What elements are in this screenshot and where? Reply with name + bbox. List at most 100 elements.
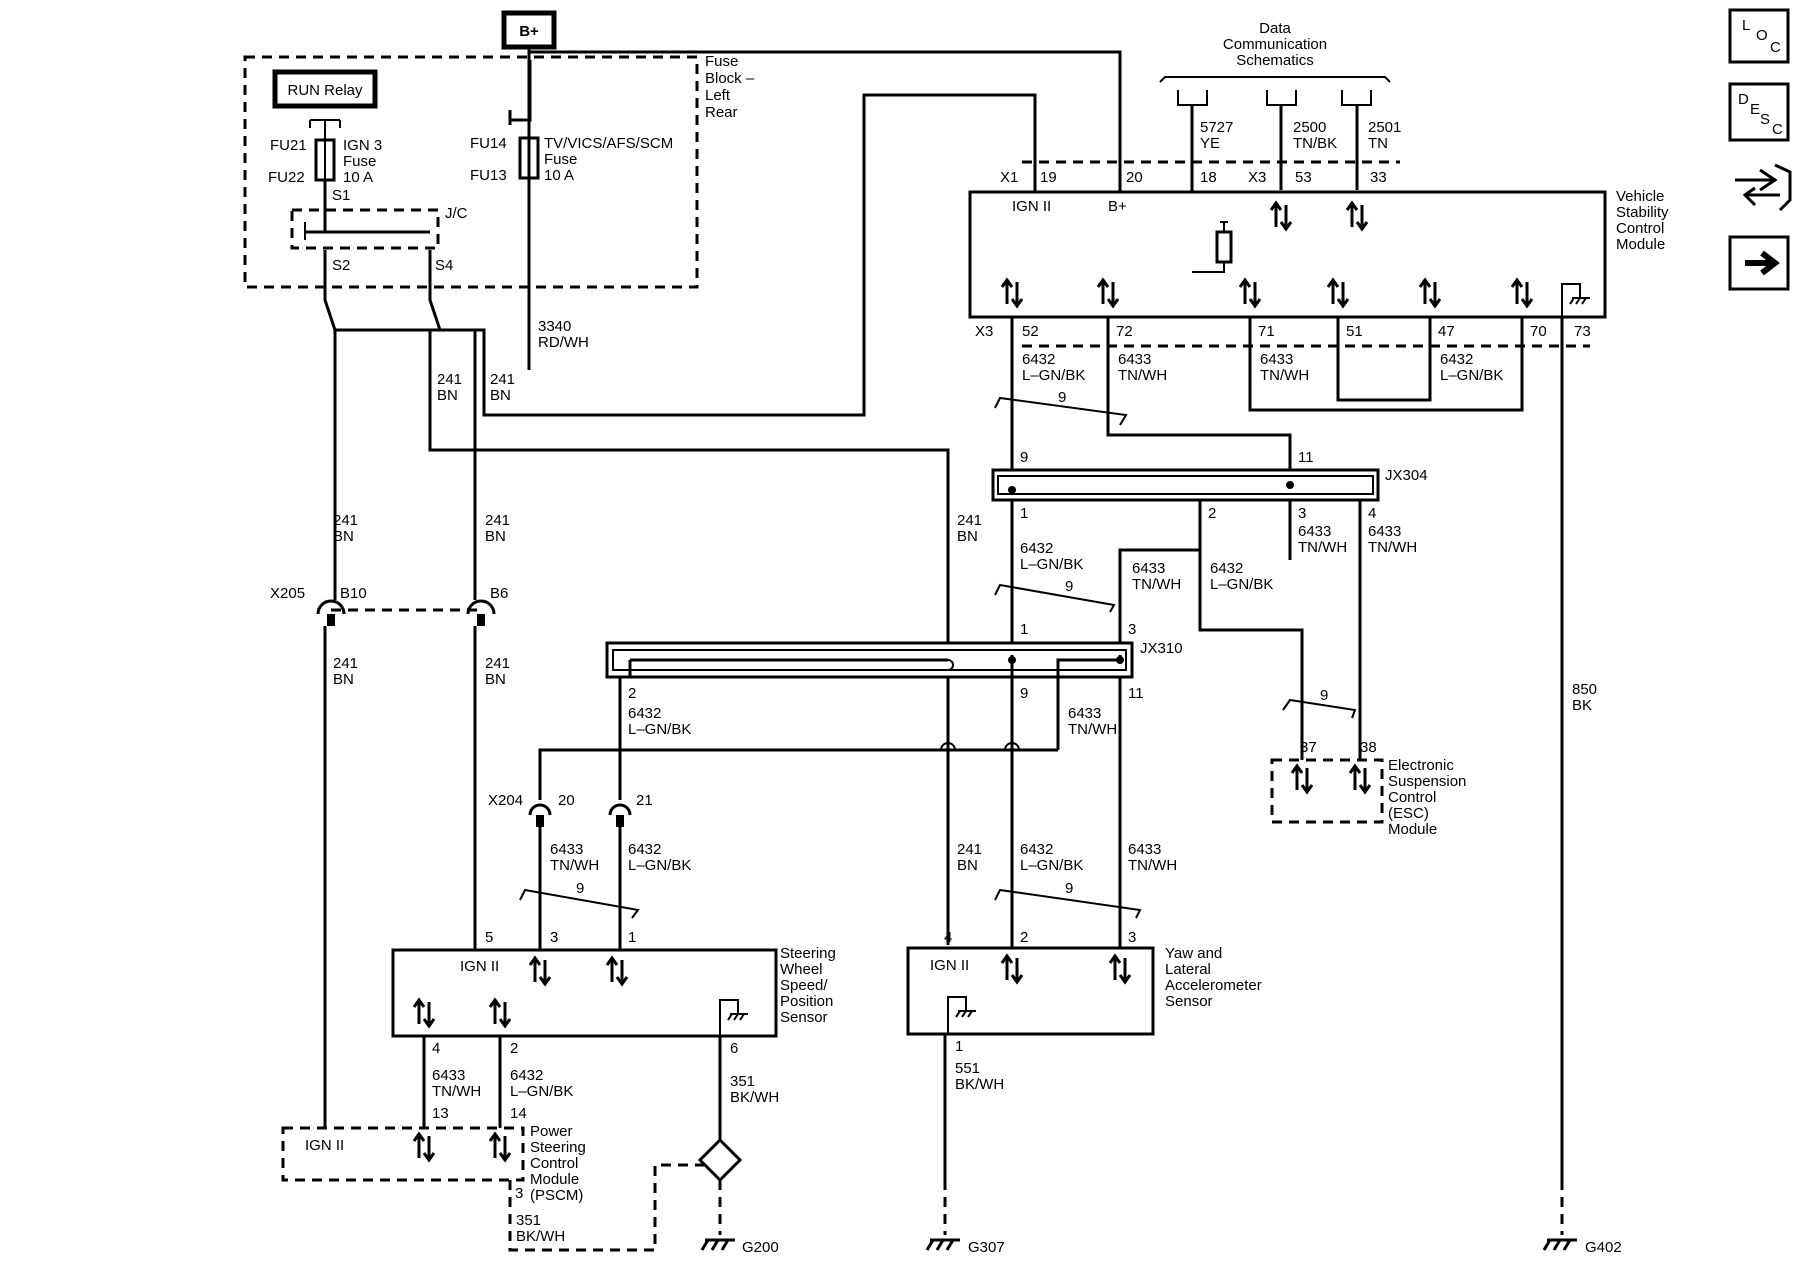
- svg-text:37: 37: [1300, 739, 1317, 756]
- svg-text:BN: BN: [485, 528, 506, 545]
- x205-connector: X205 B10 B6 241 BN 241 BN: [270, 585, 510, 688]
- svg-text:BK/WH: BK/WH: [955, 1076, 1004, 1093]
- svg-text:3: 3: [1128, 929, 1136, 946]
- svg-text:850: 850: [1572, 681, 1597, 698]
- fu22-label: FU22: [268, 169, 305, 186]
- svg-text:(PSCM): (PSCM): [530, 1187, 583, 1204]
- svg-text:TN/WH: TN/WH: [1128, 857, 1177, 874]
- svg-text:1: 1: [628, 929, 636, 946]
- svg-text:551: 551: [955, 1060, 980, 1077]
- svg-text:B6: B6: [490, 585, 508, 602]
- svg-text:6432: 6432: [1020, 841, 1053, 858]
- svg-text:71: 71: [1258, 323, 1275, 340]
- svg-text:3: 3: [515, 1185, 523, 1202]
- fu21-label: FU21: [270, 137, 307, 154]
- svg-text:B10: B10: [340, 585, 367, 602]
- svg-text:3340: 3340: [538, 318, 571, 335]
- jx304-outputs: 6432 L–GN/BK 6433 TN/WH 6432 L–GN/BK 643…: [994, 500, 1417, 760]
- svg-text:E: E: [1750, 101, 1760, 118]
- svg-text:6: 6: [730, 1040, 738, 1057]
- svg-text:1: 1: [1020, 505, 1028, 522]
- svg-text:2: 2: [1020, 929, 1028, 946]
- svg-text:2: 2: [628, 685, 636, 702]
- svg-text:BN: BN: [485, 671, 506, 688]
- svg-text:JX304: JX304: [1385, 467, 1428, 484]
- svg-text:20: 20: [558, 792, 575, 809]
- svg-text:4: 4: [1368, 505, 1376, 522]
- s4-label: S4: [435, 257, 453, 274]
- run-relay-label: RUN Relay: [287, 82, 363, 99]
- svg-text:S: S: [1760, 111, 1770, 128]
- svg-text:47: 47: [1438, 323, 1455, 340]
- svg-text:9: 9: [1020, 685, 1028, 702]
- jx304-splice: JX304 1 2 3 4: [991, 467, 1428, 522]
- svg-text:L–GN/BK: L–GN/BK: [1440, 367, 1503, 384]
- svg-text:5727: 5727: [1200, 119, 1233, 136]
- svg-text:TN: TN: [1368, 135, 1388, 152]
- svg-text:Fuse: Fuse: [343, 153, 376, 170]
- svg-text:L–GN/BK: L–GN/BK: [1210, 576, 1273, 593]
- svg-text:TN/WH: TN/WH: [1068, 721, 1117, 738]
- svg-text:4: 4: [944, 929, 952, 946]
- svg-text:BK/WH: BK/WH: [730, 1089, 779, 1106]
- nav-loc-button[interactable]: L O C: [1728, 8, 1790, 64]
- svg-text:9: 9: [1065, 880, 1073, 897]
- svg-text:Wheel: Wheel: [780, 961, 823, 978]
- b-plus-source: B+: [501, 10, 557, 50]
- svg-text:BN: BN: [437, 387, 458, 404]
- svg-text:10 A: 10 A: [544, 167, 574, 184]
- svg-text:Steering: Steering: [530, 1139, 586, 1156]
- svg-text:6432: 6432: [1440, 351, 1473, 368]
- svg-text:TN/WH: TN/WH: [1260, 367, 1309, 384]
- svg-text:241: 241: [333, 655, 358, 672]
- svg-text:IGN II: IGN II: [305, 1137, 344, 1154]
- svg-text:Module: Module: [1616, 236, 1665, 253]
- svg-text:6432: 6432: [1020, 540, 1053, 557]
- svg-text:9: 9: [1058, 389, 1066, 406]
- svg-text:Control: Control: [530, 1155, 578, 1172]
- svg-text:1: 1: [1020, 621, 1028, 638]
- svg-text:Yaw and: Yaw and: [1165, 945, 1222, 962]
- b-plus-label: B+: [519, 23, 539, 40]
- svg-text:BK: BK: [1572, 697, 1592, 714]
- vscm-to-jx304: 6432 L–GN/BK 6433 TN/WH 9 9 11: [994, 317, 1314, 490]
- svg-text:21: 21: [636, 792, 653, 809]
- svg-text:241: 241: [437, 371, 462, 388]
- svg-text:14: 14: [510, 1105, 527, 1122]
- fuse-block-title-2: Block –: [705, 70, 755, 87]
- nav-desc-button[interactable]: D E S C: [1728, 82, 1790, 142]
- svg-text:(ESC): (ESC): [1388, 805, 1429, 822]
- vscm-pin-loops: 6433 TN/WH 6432 L–GN/BK: [1248, 317, 1524, 412]
- svg-text:18: 18: [1200, 169, 1217, 186]
- svg-text:TN/WH: TN/WH: [1118, 367, 1167, 384]
- svg-text:Vehicle: Vehicle: [1616, 188, 1664, 205]
- svg-text:C: C: [1772, 121, 1783, 138]
- svg-text:Module: Module: [1388, 821, 1437, 838]
- svg-text:IGN II: IGN II: [460, 958, 499, 975]
- swsps-to-pscm: 6433 TN/WH 6432 L–GN/BK 13 14: [422, 1036, 573, 1128]
- svg-text:73: 73: [1574, 323, 1591, 340]
- steering-wheel-sensor: 5 3 1 IGN II Steering Wheel Speed/ Posit…: [391, 929, 836, 1057]
- nav-swap-arrows-icon[interactable]: [1735, 163, 1792, 212]
- svg-text:20: 20: [1126, 169, 1143, 186]
- fuse-block-title-1: Fuse: [705, 53, 738, 70]
- svg-text:241: 241: [485, 512, 510, 529]
- svg-text:6433: 6433: [432, 1067, 465, 1084]
- jx310-to-x204: 6432 L–GN/BK 6433 TN/WH: [538, 677, 1117, 800]
- svg-text:1: 1: [955, 1038, 963, 1055]
- svg-text:G402: G402: [1585, 1239, 1622, 1256]
- nav-next-button[interactable]: [1728, 235, 1790, 291]
- svg-text:BK/WH: BK/WH: [516, 1228, 565, 1245]
- jc-splice: J/C S2 S4: [290, 180, 468, 274]
- svg-text:351: 351: [516, 1212, 541, 1229]
- jc-label: J/C: [445, 205, 468, 222]
- svg-text:Sensor: Sensor: [780, 1009, 828, 1026]
- svg-text:BN: BN: [333, 528, 354, 545]
- svg-text:Accelerometer: Accelerometer: [1165, 977, 1262, 994]
- svg-text:241: 241: [485, 655, 510, 672]
- svg-text:6433: 6433: [1260, 351, 1293, 368]
- tv-vics-fuse: FU14 FU13 TV/VICS/AFS/SCM Fuse 10 A: [470, 60, 673, 184]
- svg-text:Steering: Steering: [780, 945, 836, 962]
- svg-text:BN: BN: [490, 387, 511, 404]
- svg-text:2500: 2500: [1293, 119, 1326, 136]
